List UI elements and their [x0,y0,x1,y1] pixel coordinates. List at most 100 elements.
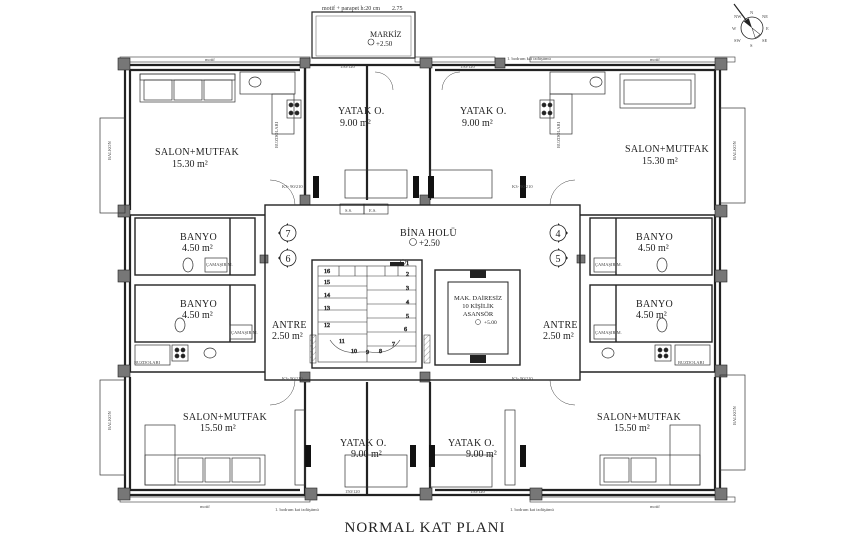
room-salon-bottom-left: SALON+MUTFAK [183,412,268,423]
section-markers: 7 6 4 5 [278,223,568,268]
area-yatak-top-left: 9.00 m² [340,118,371,129]
toilet-icon [182,257,194,273]
bina-holu-level: +2.50 [419,238,440,248]
stair-step-11: 11 [339,339,345,345]
window-code-4: 150/120 [470,489,486,494]
washer-icon [229,324,253,340]
level-marker-icon [409,238,417,246]
camasir-label-1: ÇAMAŞIR M. [206,262,233,267]
compass-sw: SW [734,38,742,43]
area-banyo-4: 4.50 m² [636,310,667,321]
balkon-label-top-right: BALKON [732,141,737,160]
sink-icon [601,347,615,359]
motif-label-bottom-right: motif [650,504,660,509]
bed-icon [429,454,493,488]
balcony-top-note: motif + parapet h:20 cm [322,5,380,12]
elevator: MAK. DAİRESİZ 10 KİŞİLİK ASANSÖR +5.00 [454,295,502,326]
stair-step-7: 7 [392,342,395,348]
room-banyo-3: BANYO [180,299,217,310]
bodrum-note-bottom-right: 1. bodrum kat izdüşümü [510,507,554,512]
area-yatak-bottom-right: 9.00 m² [466,449,497,460]
area-yatak-bottom-left: 9.00 m² [351,449,382,460]
stair-step-13: 13 [324,306,330,312]
hatched-walls [309,262,486,364]
annotations: BALKON BALKON BALKON BALKON BUZDOLABI BU… [107,64,737,494]
stair-step-1: 1 [406,261,409,267]
markiz-balcony: motif + parapet h:20 cm 2.75 MARKİZ +2.5… [311,5,416,59]
compass-icon: N W E S NW NE SW SE [732,3,769,48]
bed-icon [429,169,493,199]
bed-icon [344,169,408,199]
structural-columns [117,57,728,501]
level-marker-icon [367,38,375,46]
sink-icon [589,76,603,88]
door-code-4: K3- 90/210 [512,376,533,381]
camasir-label-4: ÇAMAŞIR M. [595,330,622,335]
elevator-level: +5.00 [484,320,497,326]
bina-holu-label: BİNA HOLÜ [400,227,457,239]
area-yatak-top-right: 9.00 m² [462,118,493,129]
bed-icon [344,454,408,488]
stair-step-6: 6 [404,327,407,333]
furniture [99,71,746,488]
area-antre-left: 2.50 m² [272,331,303,342]
area-banyo-2: 4.50 m² [638,243,669,254]
stair-step-3: 3 [406,286,409,292]
compass-w: W [732,26,737,31]
level-marker-icon [475,319,481,325]
motif-label-top-right: motif [650,57,660,62]
area-salon-top-right: 15.30 m² [642,156,678,167]
building-hall: BİNA HOLÜ +2.50 S.S. E.S. [339,203,457,248]
stair-step-10: 10 [351,349,357,355]
room-antre-left: ANTRE [272,320,307,331]
plan-title: NORMAL KAT PLANI [344,520,506,536]
sink-icon [248,76,262,88]
compass-ne: NE [762,14,768,19]
balkon-label-top-left: BALKON [107,141,112,160]
interior-walls [130,204,715,381]
motif-label-top-left: motif [205,57,215,62]
ss-label: S.S. [345,208,352,213]
compass-se: SE [762,38,768,43]
room-labels: YATAK O. 9.00 m² YATAK O. 9.00 m² SALON+… [155,106,710,460]
area-antre-right: 2.50 m² [543,331,574,342]
room-salon-top-right: SALON+MUTFAK [625,144,710,155]
toilet-icon [174,317,186,333]
room-yatak-top-right: YATAK O. [460,106,507,117]
camasir-label-3: ÇAMAŞIR M. [595,262,622,267]
washer-icon [593,257,617,273]
stair-step-14: 14 [324,293,330,299]
stove-icon [171,344,189,362]
bodrum-note-top: 1. bodrum kat izdüşümü [507,56,551,61]
compass-e: E [766,26,769,31]
buzdolabi-label-tr: BUZDOLABI [556,122,561,148]
stair-step-8: 8 [379,349,382,355]
section-marker-5: 5 [556,254,561,265]
bodrum-note-bottom-left: 1. bodrum kat izdüşümü [275,507,319,512]
sofa-icon [144,424,266,486]
toilet-icon [656,317,668,333]
stove-icon [286,99,302,119]
area-salon-bottom-right: 15.50 m² [614,423,650,434]
window-code-3: 150/120 [345,489,361,494]
section-marker-7: 7 [286,229,291,240]
buzdolabi-label-tl: BUZDOLABI [274,122,279,148]
es-label: E.S. [369,208,377,213]
buzdolabi-label-bl: BUZDOLABI [134,360,160,365]
room-yatak-bottom-right: YATAK O. [448,438,495,449]
stair-step-4: 4 [406,300,409,306]
room-banyo-1: BANYO [180,232,217,243]
washer-icon [593,324,617,340]
camasir-label-2: ÇAMAŞIR M. [231,330,258,335]
door-frames [305,176,526,467]
toilet-icon [656,257,668,273]
balkon-label-bottom-right: BALKON [732,406,737,425]
area-salon-bottom-left: 15.50 m² [200,423,236,434]
door-swings [269,71,576,406]
balcony-top-code: 2.75 [392,6,403,12]
buzdolabi-label-br: BUZDOLABI [678,360,704,365]
section-marker-4: 4 [556,229,561,240]
sink-icon [203,347,217,359]
stair-step-5: 5 [406,314,409,320]
